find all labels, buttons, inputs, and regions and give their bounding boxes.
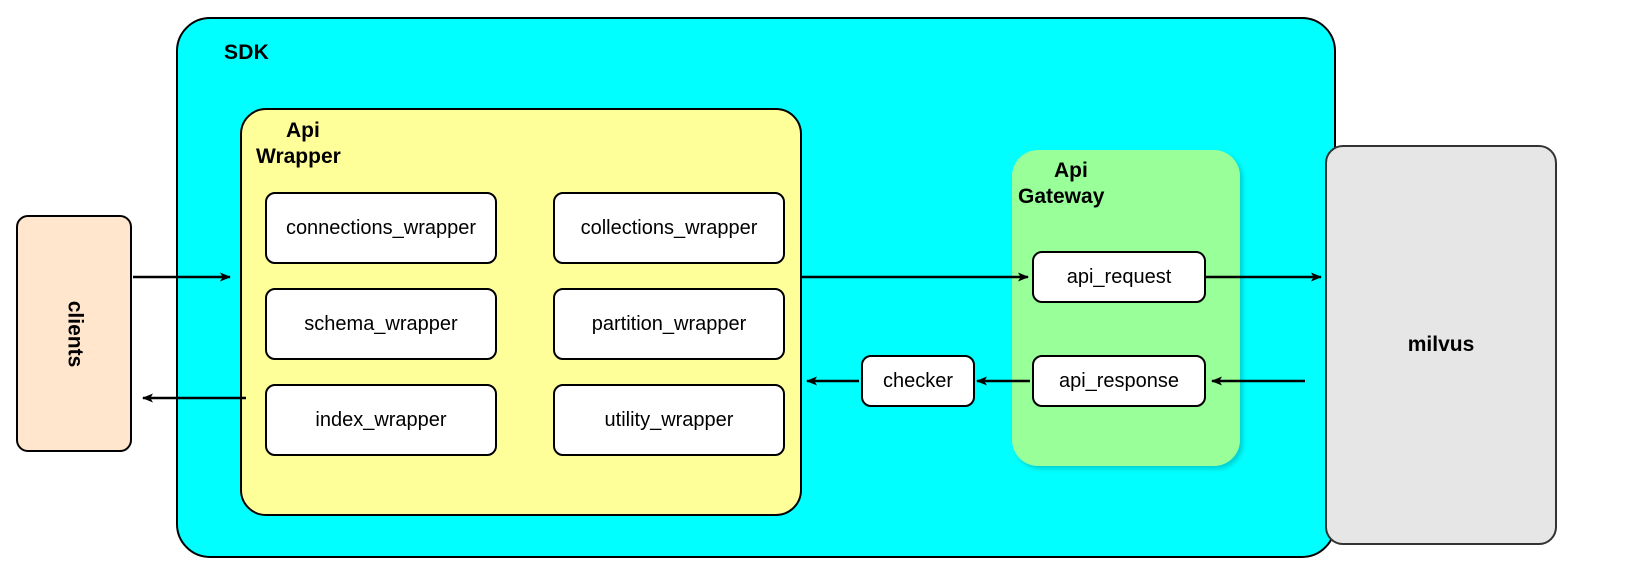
utility-wrapper-label: utility_wrapper: [604, 408, 734, 431]
clients-label: clients: [63, 300, 86, 367]
partition-wrapper-label: partition_wrapper: [591, 312, 747, 335]
index-wrapper-label: index_wrapper: [315, 408, 447, 431]
connections-wrapper-node[interactable]: connections_wrapper: [265, 192, 497, 264]
api-gateway-label: Api Gateway: [1018, 158, 1104, 211]
checker-label: checker: [882, 369, 954, 392]
utility-wrapper-node[interactable]: utility_wrapper: [553, 384, 785, 456]
api-response-label: api_response: [1058, 369, 1180, 392]
api-wrapper-label-line2: Wrapper: [256, 145, 341, 169]
api-wrapper-label: Api Wrapper: [256, 118, 341, 171]
index-wrapper-node[interactable]: index_wrapper: [265, 384, 497, 456]
api-gateway-label-line1: Api: [1054, 159, 1088, 182]
api-gateway-container[interactable]: Api Gateway: [1012, 150, 1240, 466]
connections-wrapper-label: connections_wrapper: [285, 216, 477, 239]
schema-wrapper-label: schema_wrapper: [304, 312, 458, 335]
api-request-node[interactable]: api_request: [1032, 251, 1206, 303]
clients-node[interactable]: clients: [16, 215, 132, 452]
collections-wrapper-node[interactable]: collections_wrapper: [553, 192, 785, 264]
api-gateway-label-line2: Gateway: [1018, 185, 1105, 209]
sdk-label: SDK: [224, 41, 269, 64]
milvus-node[interactable]: milvus: [1325, 145, 1557, 545]
api-wrapper-label-line1: Api: [286, 119, 320, 142]
api-request-label: api_request: [1066, 265, 1172, 288]
api-response-node[interactable]: api_response: [1032, 355, 1206, 407]
collections-wrapper-label: collections_wrapper: [580, 216, 758, 239]
schema-wrapper-node[interactable]: schema_wrapper: [265, 288, 497, 360]
checker-node[interactable]: checker: [861, 355, 975, 407]
milvus-label: milvus: [1407, 333, 1475, 356]
partition-wrapper-node[interactable]: partition_wrapper: [553, 288, 785, 360]
